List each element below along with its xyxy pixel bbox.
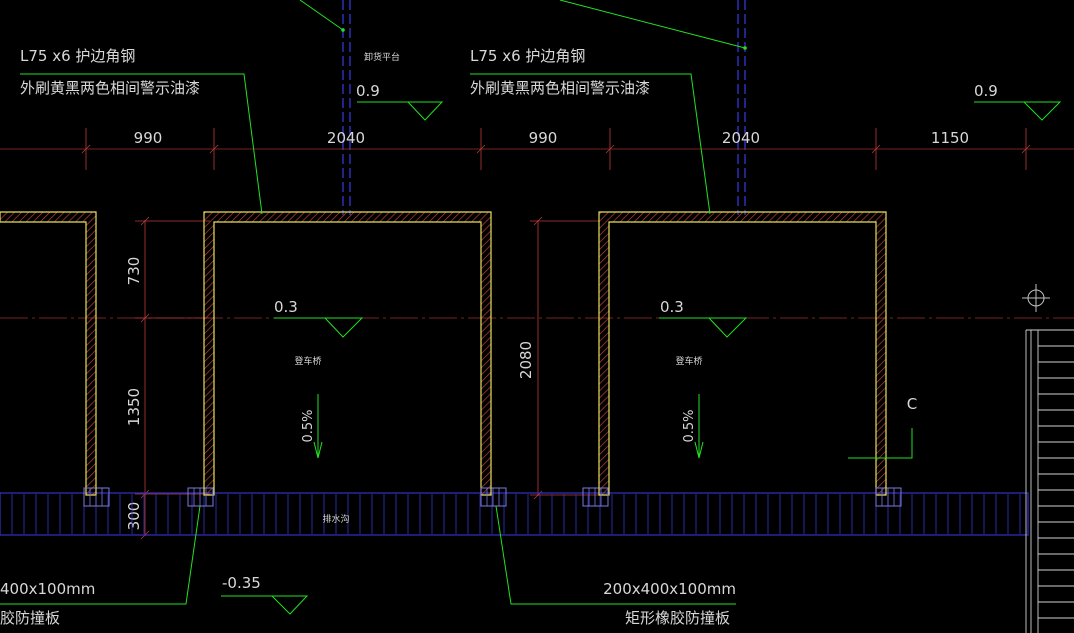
- dim-top-2: 2040: [327, 129, 365, 147]
- angle-steel-right-line2: 外刷黄黑两色相间警示油漆: [470, 79, 650, 97]
- crosshair-icon: [1022, 284, 1050, 312]
- bay-name-right: 登车桥: [675, 355, 702, 367]
- axis-lines: [342, 0, 746, 215]
- bumper-left-size: 400x100mm: [0, 580, 95, 598]
- platform-label: 卸货平台: [364, 51, 400, 63]
- slope-right: 0.5%: [682, 409, 697, 442]
- level-bay-left: 0.3: [274, 298, 298, 316]
- stair: [1025, 329, 1074, 633]
- slope-left: 0.5%: [301, 409, 316, 442]
- level-markers: [221, 101, 1062, 615]
- level-top-right: 0.9: [974, 82, 998, 100]
- level-bottom: -0.35: [222, 574, 261, 592]
- drain-ditch: [0, 492, 1029, 536]
- walls: [0, 211, 887, 496]
- dim-top-3: 990: [529, 129, 558, 147]
- dim-top-5: 1150: [931, 129, 969, 147]
- angle-steel-left-line2: 外刷黄黑两色相间警示油漆: [20, 79, 200, 97]
- drain-label: 排水沟: [322, 513, 349, 525]
- dim-left-1350: 1350: [125, 388, 143, 426]
- level-top-mid: 0.9: [356, 82, 380, 100]
- dim-left-300: 300: [125, 502, 143, 531]
- slope-arrows: [313, 394, 704, 459]
- bumper-right-size: 200x400x100mm: [603, 580, 736, 598]
- angle-steel-left-line1: L75 x6 护边角钢: [20, 47, 135, 65]
- dim-left-730: 730: [125, 257, 143, 286]
- bumper-left-name: 胶防撞板: [0, 609, 60, 627]
- bumper-right-name: 矩形橡胶防撞板: [625, 609, 730, 627]
- dim-top-4: 2040: [722, 129, 760, 147]
- center-lines: [0, 148, 1074, 319]
- dimension-mid: [530, 216, 600, 500]
- section-mark: C: [907, 395, 917, 413]
- dim-mid-2080: 2080: [517, 341, 535, 379]
- bay-name-left: 登车桥: [294, 355, 321, 367]
- level-bay-right: 0.3: [660, 298, 684, 316]
- dim-top-1: 990: [134, 129, 163, 147]
- dimension-top: [81, 128, 1031, 170]
- dimension-left: [135, 216, 210, 540]
- angle-steel-right-line1: L75 x6 护边角钢: [470, 47, 585, 65]
- leaders: [0, 0, 913, 605]
